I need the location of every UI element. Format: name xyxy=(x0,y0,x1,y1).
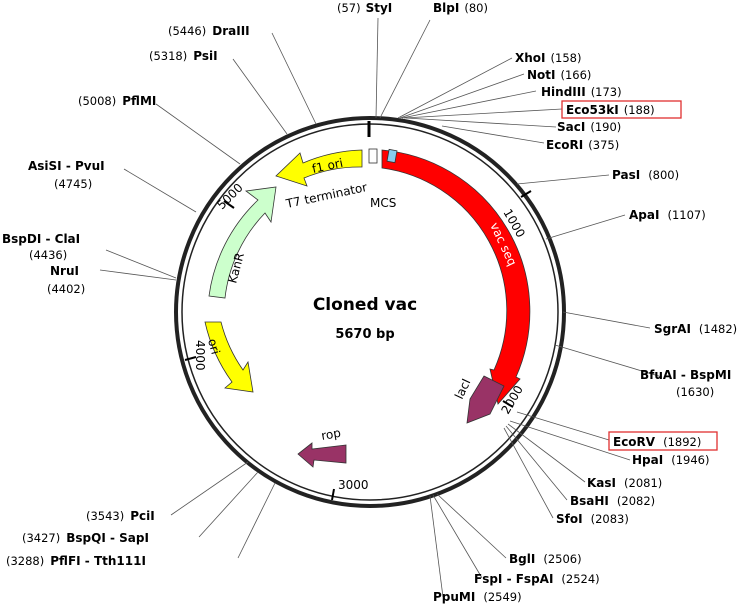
site-eco53ki: Eco53kI(188) xyxy=(566,103,655,117)
site-apai: ApaI(1107) xyxy=(629,208,706,222)
site-bgli: BglI(2506) xyxy=(509,552,582,566)
scale-label-3000: 3000 xyxy=(338,478,369,492)
site-ecorv-highlight xyxy=(608,431,718,451)
site-hindiii: HindIII(173) xyxy=(541,85,622,99)
f1-ori-label: f1 ori xyxy=(311,156,345,176)
site-ecorv: EcoRV(1892) xyxy=(613,435,701,449)
site-blpi: BlpI(80) xyxy=(433,1,488,15)
vac-seq-feature xyxy=(381,149,531,405)
kanr-feature xyxy=(208,186,277,299)
site-noti: NotI(166) xyxy=(527,68,591,82)
rop-feature xyxy=(297,442,347,468)
site-ecori: EcoRI(375) xyxy=(546,138,619,152)
map-size: 5670 bp xyxy=(335,327,394,342)
site-pflmi: (5008)PflMI xyxy=(78,94,156,108)
site-bspdi-clai: BspDI - ClaI xyxy=(2,232,80,246)
site-bspqi-sapi: (3427)BspQI - SapI xyxy=(22,531,149,545)
mcs-feature xyxy=(386,148,398,164)
site-asisi-pvui-pos: (4745) xyxy=(54,177,92,191)
scale-tick-4000 xyxy=(184,356,197,361)
site-kasi: KasI(2081) xyxy=(587,476,662,490)
scale-tick-1000 xyxy=(520,190,532,198)
site-bfuai-bspmi-pos: (1630) xyxy=(676,385,714,399)
ori-label: ori xyxy=(205,337,223,356)
map-title: Cloned vac xyxy=(313,295,417,315)
laci-label: lacI xyxy=(452,376,473,401)
mcs-label: MCS xyxy=(370,196,396,210)
site-sgrai: SgrAI(1482) xyxy=(654,322,737,336)
site-nrui-pos: (4402) xyxy=(47,282,85,296)
scale-tick-3000 xyxy=(331,488,335,501)
rop-label: rop xyxy=(320,426,342,443)
site-saci: SacI(190) xyxy=(557,120,621,134)
t7-terminator-feature xyxy=(368,148,378,164)
site-xhoi: XhoI(158) xyxy=(515,51,581,65)
f1-ori-feature xyxy=(275,149,363,187)
site-hpai: HpaI(1946) xyxy=(632,453,709,467)
ori-feature xyxy=(204,321,254,393)
scale-label-4000: 4000 xyxy=(193,340,207,371)
site-sfoi: SfoI(2083) xyxy=(556,512,629,526)
site-fspi-fspai: FspI - FspAI(2524) xyxy=(474,572,600,586)
site-ppumi: PpuMI(2549) xyxy=(433,590,522,604)
site-pasi: PasI(800) xyxy=(612,168,679,182)
laci-feature xyxy=(466,375,505,424)
site-draiii: (5446)DraIII xyxy=(168,24,250,38)
site-bfuai-bspmi: BfuAI - BspMI xyxy=(640,368,731,382)
site-asisi-pvui: AsiSI - PvuI xyxy=(28,159,105,173)
site-bsahi: BsaHI(2082) xyxy=(570,494,655,508)
site-pcii: (3543)PciI xyxy=(86,509,155,523)
site-styi: (57)StyI xyxy=(337,1,392,15)
scale-label-5000: 5000 xyxy=(214,181,245,212)
site-psii: (5318)PsiI xyxy=(149,49,218,63)
t7-terminator-label: T7 terminator xyxy=(284,180,369,211)
site-bspdi-clai-pos: (4436) xyxy=(29,248,67,262)
site-nrui: NruI xyxy=(50,264,79,278)
leader-lines xyxy=(99,17,663,598)
site-eco53ki-highlight xyxy=(561,100,682,119)
scale-tick-2000 xyxy=(502,400,514,408)
site-pflfi-tth111i: (3288)PflFI - Tth111I xyxy=(6,554,146,568)
scale-tick-5000 xyxy=(223,200,235,209)
